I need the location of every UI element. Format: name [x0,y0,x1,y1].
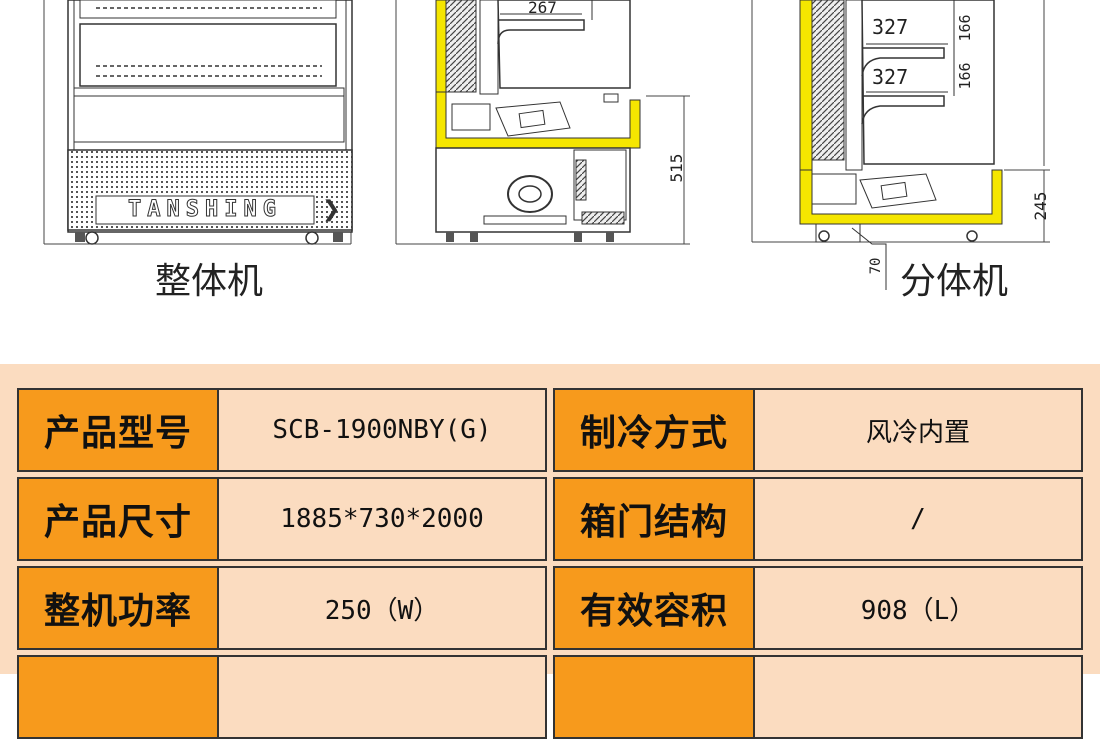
spec-table: 产品型号 SCB-1900NBY(G) 制冷方式 风冷内置 产品尺寸 1885*… [0,364,1100,739]
spec-value-cooling: 风冷内置 [753,388,1083,472]
dim-base-height-split: 245 [1031,192,1050,221]
dim-foot-height: 70 [868,258,884,275]
logo-chevron: ❯ [322,197,340,222]
dim-shelf-depth-c: 327 [872,65,908,89]
spec-label-model: 产品型号 [17,388,219,472]
caption-split: 分体机 [900,261,1009,302]
spec-value-size: 1885*730*2000 [217,477,547,561]
side-view-integrated: 267 515 [395,0,690,245]
spec-label-power: 整机功率 [17,566,219,650]
spec-value-volume: 908（L） [753,566,1083,650]
logo-text: TANSHING [128,197,282,222]
dim-shelf-gap-b: 166 [956,62,974,89]
spec-label-row4-left [17,655,219,739]
spec-value-power: 250（W） [217,566,547,650]
dim-shelf-depth-b: 327 [872,15,908,39]
technical-drawing: TANSHING ❯ [43,0,1050,290]
dim-shelf-depth-a: 267 [528,0,557,17]
spec-value-door: / [753,477,1083,561]
dim-base-height-integrated: 515 [667,154,686,183]
spec-label-size: 产品尺寸 [17,477,219,561]
spec-value-row4-left [217,655,547,739]
spec-value-model: SCB-1900NBY(G) [217,388,547,472]
dim-shelf-gap-a: 166 [956,14,974,41]
front-view: TANSHING ❯ [43,0,353,245]
spec-label-volume: 有效容积 [553,566,755,650]
spec-label-row4-right [553,655,755,739]
caption-integrated: 整体机 [155,261,264,302]
spec-label-cooling: 制冷方式 [553,388,755,472]
spec-value-row4-right [753,655,1083,739]
spec-label-door: 箱门结构 [553,477,755,561]
side-view-split: 327 327 166 166 245 70 [751,0,1050,290]
diagram-section: TANSHING ❯ [0,0,1100,364]
